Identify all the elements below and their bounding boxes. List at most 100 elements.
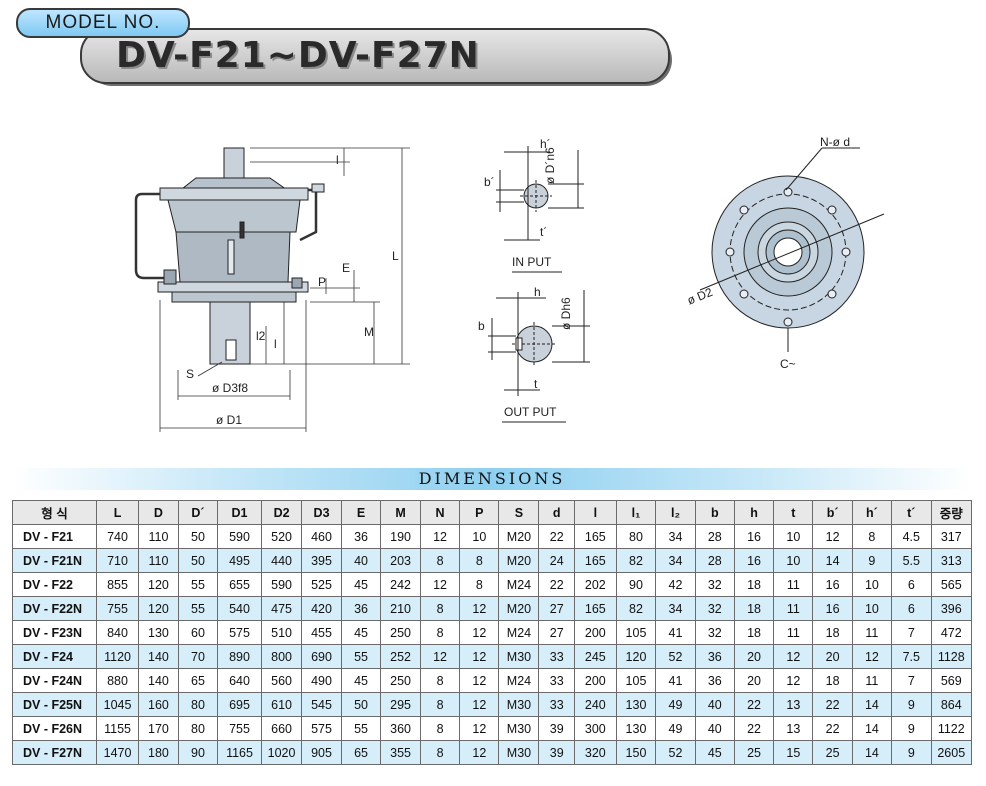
table-cell: 9 xyxy=(891,716,932,741)
table-cell: 12 xyxy=(459,740,500,765)
table-cell: 40 xyxy=(694,692,735,717)
column-header: M xyxy=(380,500,421,525)
table-cell: 1120 xyxy=(96,644,140,669)
table-cell: 490 xyxy=(301,668,342,693)
table-cell: 18 xyxy=(733,572,775,597)
table-cell: 864 xyxy=(930,692,973,717)
table-cell: 655 xyxy=(217,572,262,597)
table-cell: 9 xyxy=(891,740,932,765)
table-cell: 250 xyxy=(380,620,421,645)
table-cell: 55 xyxy=(177,596,219,621)
column-header: 중량 xyxy=(930,500,973,525)
table-cell: 12 xyxy=(459,644,500,669)
table-cell: 12 xyxy=(773,668,814,693)
label-output: OUT PUT xyxy=(504,405,557,419)
table-cell: 8 xyxy=(459,548,500,573)
table-cell: 840 xyxy=(96,620,140,645)
column-header: P xyxy=(459,500,500,525)
label-b-prime: b´ xyxy=(484,175,495,189)
table-cell: 755 xyxy=(96,596,140,621)
table-cell: 525 xyxy=(301,572,342,597)
table-cell: 130 xyxy=(138,620,179,645)
table-cell: 10 xyxy=(459,524,500,549)
label-M: M xyxy=(364,325,374,339)
table-cell: 33 xyxy=(538,668,575,693)
table-cell: 49 xyxy=(655,716,696,741)
table-cell: 130 xyxy=(615,716,657,741)
model-cell: DV - F24 xyxy=(11,644,98,669)
table-cell: 855 xyxy=(96,572,140,597)
table-cell: 27 xyxy=(538,596,575,621)
table-cell: 8 xyxy=(419,668,461,693)
table-cell: 160 xyxy=(138,692,179,717)
table-cell: 33 xyxy=(538,692,575,717)
table-cell: 39 xyxy=(538,740,575,765)
output-shaft-section xyxy=(488,290,590,423)
table-cell: 755 xyxy=(217,716,262,741)
table-cell: 8 xyxy=(419,596,461,621)
table-cell: 12 xyxy=(459,692,500,717)
column-header: b xyxy=(694,500,735,525)
table-cell: 40 xyxy=(340,548,382,573)
label-input: IN PUT xyxy=(512,255,552,269)
table-cell: 15 xyxy=(773,740,814,765)
table-cell: 203 xyxy=(380,548,421,573)
table-cell: 50 xyxy=(340,692,382,717)
table-cell: 250 xyxy=(380,668,421,693)
table-cell: 105 xyxy=(615,668,657,693)
table-cell: 7 xyxy=(891,668,932,693)
table-cell: 80 xyxy=(615,524,657,549)
table-cell: M24 xyxy=(498,668,540,693)
table-cell: 22 xyxy=(538,524,575,549)
column-header: D´ xyxy=(177,500,219,525)
column-header: h´ xyxy=(851,500,893,525)
model-no-label: MODEL NO. xyxy=(45,12,161,33)
table-cell: 165 xyxy=(574,548,617,573)
column-header: b´ xyxy=(812,500,853,525)
table-cell: 16 xyxy=(733,548,775,573)
table-cell: 9 xyxy=(891,692,932,717)
table-cell: 396 xyxy=(930,596,973,621)
table-cell: M30 xyxy=(498,716,540,741)
table-cell: 36 xyxy=(340,596,382,621)
table-cell: 39 xyxy=(538,716,575,741)
table-cell: 200 xyxy=(574,620,617,645)
table-cell: 590 xyxy=(217,524,262,549)
table-cell: 90 xyxy=(615,572,657,597)
table-cell: 8 xyxy=(419,692,461,717)
table-cell: 710 xyxy=(96,548,140,573)
model-cell: DV - F26N xyxy=(11,716,98,741)
table-cell: 36 xyxy=(694,644,735,669)
column-header: t xyxy=(773,500,814,525)
table-cell: 565 xyxy=(930,572,973,597)
table-cell: 25 xyxy=(733,740,775,765)
table-cell: 1045 xyxy=(96,692,140,717)
table-cell: 22 xyxy=(812,716,853,741)
column-header: N xyxy=(419,500,461,525)
label-nd: N-ø d xyxy=(820,135,850,149)
column-header: E xyxy=(340,500,382,525)
label-l: l xyxy=(336,153,339,167)
table-cell: 8 xyxy=(419,740,461,765)
label-D1: ø D1 xyxy=(216,413,242,427)
label-S: S xyxy=(186,367,194,381)
table-cell: 240 xyxy=(574,692,617,717)
table-cell: 18 xyxy=(733,596,775,621)
label-P: P xyxy=(318,275,326,289)
table-cell: 32 xyxy=(694,620,735,645)
table-cell: 24 xyxy=(538,548,575,573)
table-cell: 880 xyxy=(96,668,140,693)
table-cell: 4.5 xyxy=(891,524,932,549)
table-cell: 520 xyxy=(260,524,303,549)
table-cell: 36 xyxy=(694,668,735,693)
table-cell: 36 xyxy=(340,524,382,549)
table-cell: 510 xyxy=(260,620,303,645)
table-cell: 14 xyxy=(812,548,853,573)
side-view-dimensions xyxy=(159,147,410,432)
table-cell: M20 xyxy=(498,524,540,549)
column-header: D xyxy=(138,500,179,525)
table-cell: M30 xyxy=(498,644,540,669)
table-cell: M20 xyxy=(498,548,540,573)
table-cell: 16 xyxy=(812,596,853,621)
table-cell: 55 xyxy=(340,644,382,669)
